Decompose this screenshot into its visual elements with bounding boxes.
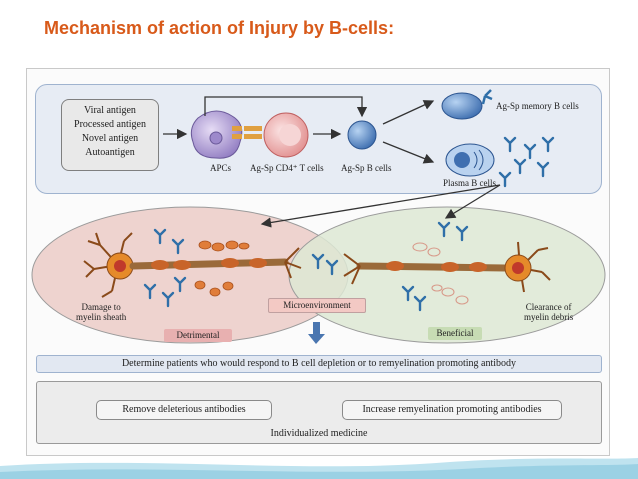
determine-bar: Determine patients who would respond to … <box>36 355 602 373</box>
left-neuron <box>83 228 302 308</box>
decorative-wave <box>0 458 638 479</box>
secreted-antibodies <box>498 136 555 188</box>
antigen-box: Viral antigen Processed antigen Novel an… <box>61 99 159 171</box>
slide-title: Mechanism of action of Injury by B-cells… <box>44 18 395 38</box>
bcells-label: Ag-Sp B cells <box>341 163 392 173</box>
beneficial-tag: Beneficial <box>428 327 482 340</box>
individualized-label: Individualized medicine <box>270 428 368 439</box>
arrow-bracket <box>204 96 368 118</box>
beneficial-ellipse <box>288 206 606 344</box>
apc-cell <box>190 110 243 159</box>
tcells-label: Ag-Sp CD4⁺ T cells <box>250 163 324 173</box>
clearance-line1: Clearance of <box>525 302 572 312</box>
arrow-to-detrimental <box>260 184 501 228</box>
increase-antibodies-box: Increase remyelination promoting antibod… <box>342 400 562 420</box>
damage-line2: myelin sheath <box>76 312 127 322</box>
plasma-label: Plasma B cells <box>443 178 496 188</box>
down-arrow <box>313 322 320 336</box>
right-neuron <box>311 221 551 312</box>
antigen-item: Autoantigen <box>85 147 135 158</box>
microenvironment-tag: Microenvironment <box>268 298 366 313</box>
plasma-b-cell <box>445 143 495 177</box>
clearance-label: Clearance of myelin debris <box>524 302 573 322</box>
arrow-b-memory <box>382 100 435 125</box>
memory-b-cell <box>441 89 493 120</box>
damage-line1: Damage to <box>81 302 121 312</box>
arrow-b-plasma <box>382 141 435 164</box>
t-cell <box>263 112 309 158</box>
antigen-item: Viral antigen <box>84 105 136 116</box>
detrimental-tag: Detrimental <box>164 329 232 342</box>
clearance-line2: myelin debris <box>524 312 574 322</box>
damage-label: Damage to myelin sheath <box>76 302 126 322</box>
antigen-item: Novel antigen <box>81 133 139 144</box>
apcs-label: APCs <box>210 163 232 173</box>
arrow-to-beneficial <box>444 184 501 219</box>
b-cell <box>347 120 377 150</box>
remove-antibodies-box: Remove deleterious antibodies <box>96 400 272 420</box>
antigen-item: Processed antigen <box>74 119 146 130</box>
memory-label: Ag-Sp memory B cells <box>496 101 579 111</box>
